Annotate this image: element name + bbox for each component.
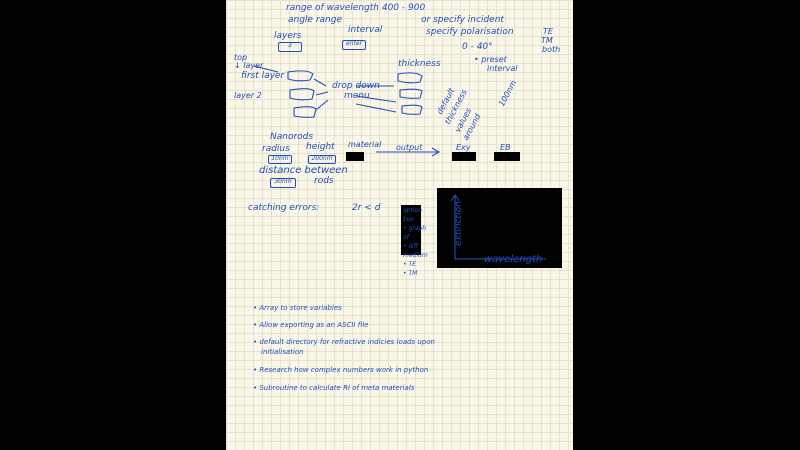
- radius-input[interactable]: 10nm: [268, 155, 292, 164]
- exy-label: Exy: [456, 143, 471, 152]
- height-value: 200nm: [311, 155, 333, 162]
- output-label: output: [396, 143, 423, 152]
- top-layer-arrow-text: ↓ layer: [234, 61, 264, 70]
- note-item: • default directory for refractive indic…: [253, 338, 435, 346]
- both-text: both: [542, 45, 561, 54]
- note-item: • Array to store variables: [253, 304, 342, 312]
- layers-input[interactable]: 3: [278, 42, 302, 52]
- material-label: material: [348, 140, 382, 149]
- note-item: • Research how complex numbers work in p…: [253, 366, 429, 374]
- catching-errors-label: catching errors:: [248, 203, 320, 213]
- option-item: option: [403, 207, 422, 214]
- wavelength-range-text: range of wavelength 400 - 900: [286, 3, 426, 13]
- interval-text: interval: [348, 25, 383, 35]
- option-item: box: [403, 216, 415, 223]
- nanorods-label: Nanorods: [270, 132, 314, 142]
- drop-down-text: drop down: [332, 81, 380, 91]
- graph-x-label: wavelength: [484, 254, 543, 265]
- angle-range-value: 0 - 40°: [462, 42, 493, 52]
- radius-label: radius: [262, 144, 290, 154]
- height-label: height: [306, 142, 335, 152]
- enter-button[interactable]: enter: [342, 40, 366, 50]
- rods-label: rods: [314, 176, 334, 186]
- distance-value: 30nm: [274, 178, 292, 185]
- tm-text: TM: [541, 36, 553, 45]
- graph-y-label: extinction: [454, 201, 464, 246]
- enter-label: enter: [345, 40, 362, 47]
- radius-value: 10nm: [271, 155, 289, 162]
- distance-between-label: distance between: [259, 165, 348, 176]
- angle-range-text: angle range: [288, 15, 342, 25]
- error-rule-text: 2r < d: [352, 203, 381, 213]
- option-item: • diff: [403, 243, 419, 250]
- handwritten-strokes: [253, 65, 562, 268]
- first-layer-text: first layer: [241, 71, 285, 81]
- option-item: medium: [403, 252, 428, 259]
- or-specify-text: or specify incident: [421, 15, 504, 25]
- te-text: TE: [543, 27, 553, 36]
- note-item: initialisation: [261, 348, 304, 356]
- polarisation-text: specify polarisation: [426, 27, 514, 37]
- option-item: of: [403, 234, 409, 241]
- notebook-page: range of wavelength 400 - 900 angle rang…: [226, 0, 573, 450]
- eb-label: EB: [500, 143, 511, 152]
- preset-text: • preset: [474, 55, 507, 64]
- layers-label: layers: [274, 31, 302, 41]
- height-input[interactable]: 200nm: [308, 155, 336, 164]
- layer-2-text: layer 2: [234, 91, 262, 100]
- top-layer-text: top: [234, 53, 248, 62]
- thickness-label: thickness: [398, 59, 441, 69]
- option-item: • graph: [403, 225, 427, 232]
- preset-interval-text: interval: [487, 64, 518, 73]
- option-item: • TE: [403, 261, 416, 268]
- layers-value: 3: [288, 42, 292, 49]
- note-item: • Allow exporting as an ASCII file: [253, 321, 369, 329]
- distance-input[interactable]: 30nm: [270, 178, 296, 188]
- note-item: • Subroutine to calculate RI of meta mat…: [253, 384, 415, 392]
- menu-text: menu: [344, 91, 370, 101]
- option-item: • TM: [403, 270, 418, 277]
